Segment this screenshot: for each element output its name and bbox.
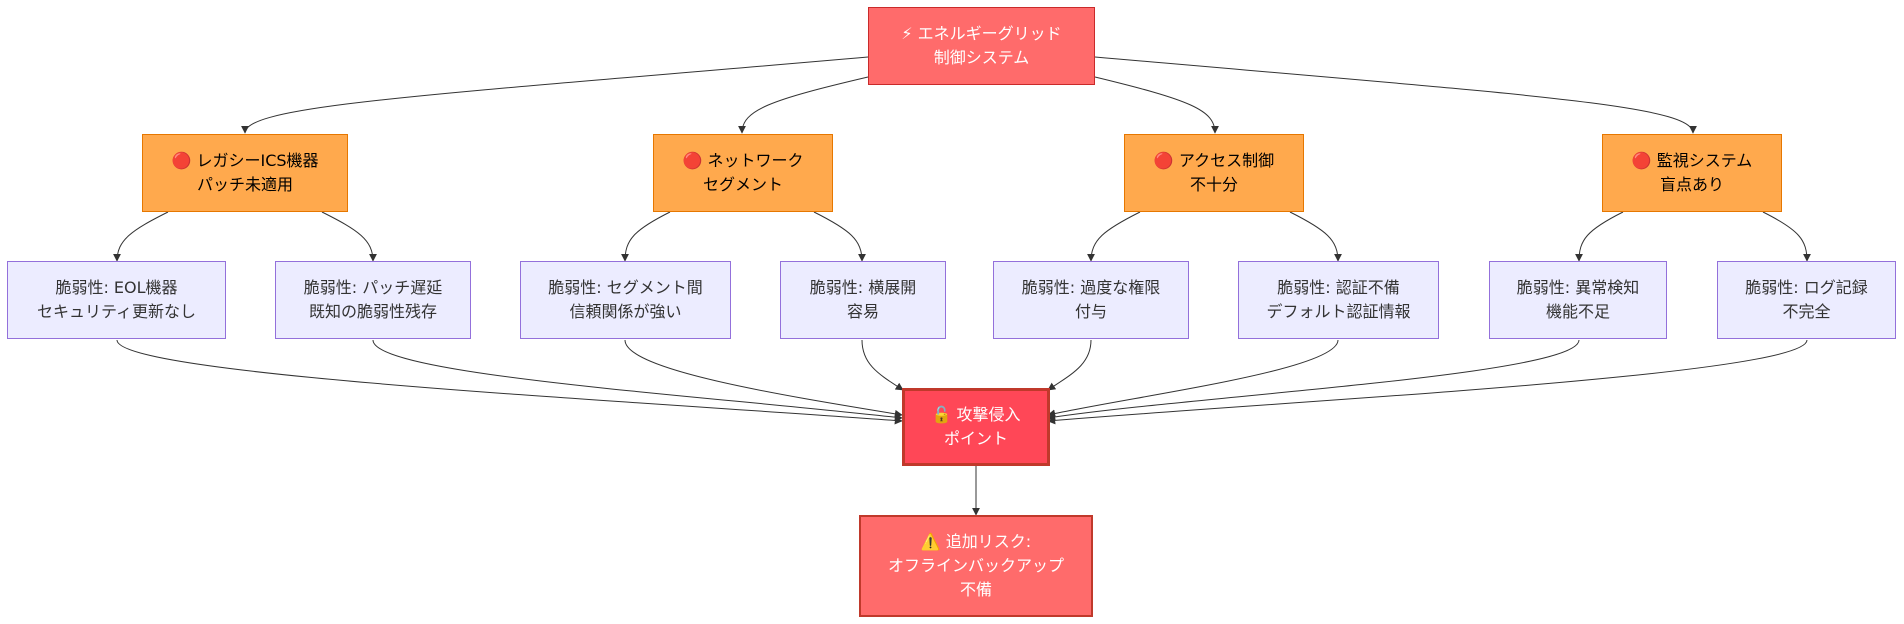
edge-network-to-segment-trust	[621, 211, 671, 262]
node-access-control: 🔴 アクセス制御 不十分	[1124, 134, 1304, 212]
node-monitoring-system: 🔴 監視システム 盲点あり	[1602, 134, 1782, 212]
edge-logging-to-attack	[1047, 339, 1808, 425]
edge-lateral-to-attack	[861, 339, 904, 391]
node-label-line: ⚡ エネルギーグリッド	[901, 24, 1062, 43]
node-label-line: 脆弱性: EOL機器	[55, 278, 178, 297]
edge-legacy-to-patch-delay	[321, 211, 377, 262]
node-label-line: セグメント	[702, 175, 783, 194]
node-label-line: 脆弱性: パッチ遅延	[303, 278, 443, 297]
edge-patch-delay-to-attack	[372, 339, 903, 422]
node-attack-entry-point: 🔓 攻撃侵入 ポイント	[902, 388, 1050, 466]
node-label-line: 不完全	[1782, 302, 1831, 321]
edge-root-to-access	[1094, 76, 1219, 134]
node-label-line: 脆弱性: 異常検知	[1516, 278, 1640, 297]
node-label-line: 脆弱性: 横展開	[809, 278, 917, 297]
edge-privilege-to-attack	[1047, 339, 1092, 391]
node-vuln-weak-auth: 脆弱性: 認証不備 デフォルト認証情報	[1238, 261, 1439, 339]
node-label-line: 脆弱性: ログ記録	[1745, 278, 1868, 297]
node-label-line: 脆弱性: セグメント間	[548, 278, 703, 297]
node-vuln-segment-trust: 脆弱性: セグメント間 信頼関係が強い	[520, 261, 731, 339]
node-label-line: 🔓 攻撃侵入	[931, 405, 1021, 424]
node-label-line: 制御システム	[933, 48, 1030, 67]
edge-access-to-auth	[1289, 211, 1342, 262]
edge-network-to-lateral	[813, 211, 866, 262]
edge-anomaly-to-attack	[1047, 339, 1580, 421]
edge-root-to-monitoring	[1094, 56, 1697, 134]
node-label-line: セキュリティ更新なし	[36, 302, 197, 321]
node-grid-control-system: ⚡ エネルギーグリッド 制御システム	[868, 7, 1095, 85]
node-vuln-anomaly-detection: 脆弱性: 異常検知 機能不足	[1489, 261, 1667, 339]
edge-eol-to-attack	[116, 339, 903, 425]
edge-auth-to-attack	[1047, 339, 1339, 418]
node-label-line: 🔴 ネットワーク	[682, 151, 804, 170]
node-label-line: 🔴 アクセス制御	[1153, 151, 1275, 170]
node-label-line: 脆弱性: 認証不備	[1277, 278, 1400, 297]
node-label-line: 信頼関係が強い	[569, 302, 682, 321]
edge-access-to-privilege	[1087, 211, 1141, 262]
node-label-line: 既知の脆弱性残存	[308, 302, 437, 321]
edge-legacy-to-eol	[113, 211, 169, 262]
node-label-line: 不十分	[1189, 175, 1238, 194]
node-label-line: パッチ未適用	[196, 175, 293, 194]
node-additional-risk: ⚠️ 追加リスク: オフラインバックアップ 不備	[859, 515, 1093, 617]
node-label-line: 脆弱性: 過度な権限	[1021, 278, 1161, 297]
node-label-line: 機能不足	[1545, 302, 1610, 321]
node-label-line: 不備	[959, 580, 992, 599]
node-label-line: ⚠️ 追加リスク:	[920, 532, 1032, 551]
node-network-segment: 🔴 ネットワーク セグメント	[653, 134, 833, 212]
node-label-line: 付与	[1074, 302, 1107, 321]
node-vuln-lateral-movement: 脆弱性: 横展開 容易	[780, 261, 946, 339]
edge-monitoring-to-logging	[1762, 211, 1811, 262]
node-label-line: デフォルト認証情報	[1266, 302, 1411, 321]
node-label-line: 🔴 レガシーICS機器	[171, 151, 319, 170]
node-label-line: 容易	[846, 302, 879, 321]
node-vuln-eol-devices: 脆弱性: EOL機器 セキュリティ更新なし	[7, 261, 226, 339]
node-label-line: オフラインバックアップ	[887, 556, 1064, 575]
edge-root-to-legacy-ics	[241, 56, 869, 134]
node-vuln-excessive-privilege: 脆弱性: 過度な権限 付与	[993, 261, 1189, 339]
node-vuln-patch-delay: 脆弱性: パッチ遅延 既知の脆弱性残存	[275, 261, 471, 339]
node-vuln-logging: 脆弱性: ログ記録 不完全	[1717, 261, 1896, 339]
node-legacy-ics: 🔴 レガシーICS機器 パッチ未適用	[142, 134, 348, 212]
node-label-line: 盲点あり	[1659, 175, 1724, 194]
node-label-line: ポイント	[943, 429, 1008, 448]
edge-monitoring-to-anomaly	[1575, 211, 1624, 262]
edge-root-to-network	[738, 76, 869, 134]
node-label-line: 🔴 監視システム	[1631, 151, 1753, 170]
edge-segment-trust-to-attack	[624, 339, 903, 418]
